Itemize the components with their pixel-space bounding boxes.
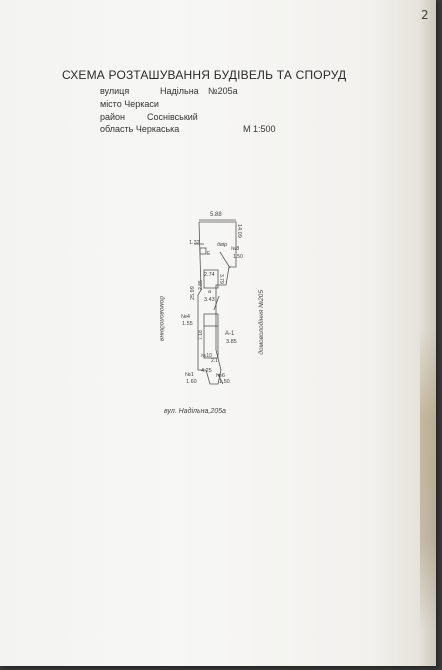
bottom-diagonal (217, 373, 224, 385)
marker-10-value: 2.1 (211, 358, 218, 364)
site-plan: 5.88 14.09 двір Е 1.32 №8 1.50 2.74 3.79… (158, 212, 265, 415)
marker-6-value: 1.50 (219, 379, 230, 385)
shed-diagonal (213, 295, 220, 311)
marker-10: №10 (201, 353, 212, 359)
district-name: Соснівський (147, 112, 198, 122)
district-label: район (100, 112, 126, 122)
marker-4-value: 1.55 (182, 321, 193, 327)
house-outline (203, 313, 219, 359)
mid-left-label: 2.85 (198, 280, 204, 290)
city: місто Черкаси (100, 99, 159, 109)
shed-value: 3.43 (204, 297, 215, 303)
yard-label: двір (217, 242, 227, 248)
left-total-label: 25.99 (190, 286, 196, 300)
scale: М 1:500 (243, 124, 276, 134)
left-upper-label: 1.32 (189, 240, 200, 246)
marker-6: №6 (216, 373, 225, 379)
top-width-label: 5.88 (210, 212, 222, 218)
paper-stain (420, 330, 436, 630)
plot-outline (197, 221, 237, 385)
street-label: вулиця (100, 86, 130, 96)
house-number: №205а (208, 86, 238, 96)
house-width-label: 3.85 (226, 339, 237, 345)
mid-width-label: 2.74 (204, 272, 215, 278)
shed-label: а (208, 289, 211, 295)
marker-4: №4 (181, 314, 190, 320)
right-upper-label: 14.09 (236, 224, 242, 238)
street-name: Надільна (160, 86, 199, 96)
marker-8: №8 (231, 246, 239, 252)
e-label: Е (207, 251, 211, 257)
house-label: А-1 (225, 331, 235, 337)
street-caption: вул. Надільна,205а (164, 407, 226, 415)
document-title: СХЕМА РОЗТАШУВАННЯ БУДІВЕЛЬ ТА СПОРУД (62, 68, 347, 82)
region: область Черкаська (100, 124, 180, 134)
mid-right-label: 3.79 (218, 274, 224, 284)
page-number: 2 (421, 8, 429, 22)
house-height-label: 7.18 (198, 330, 204, 340)
yard-diagonal (219, 251, 231, 269)
bottom-width-label: 4.25 (201, 368, 212, 374)
shed-outline (203, 269, 219, 289)
marker-1: №1 (185, 372, 194, 378)
marker-8-value: 1.50 (233, 254, 243, 260)
marker-1-value: 1.60 (186, 379, 197, 385)
left-neighbor-label: домоволодіння (158, 296, 166, 341)
e-marker-box (199, 247, 207, 255)
right-neighbor-label: домоволодіння №205 (257, 290, 265, 355)
